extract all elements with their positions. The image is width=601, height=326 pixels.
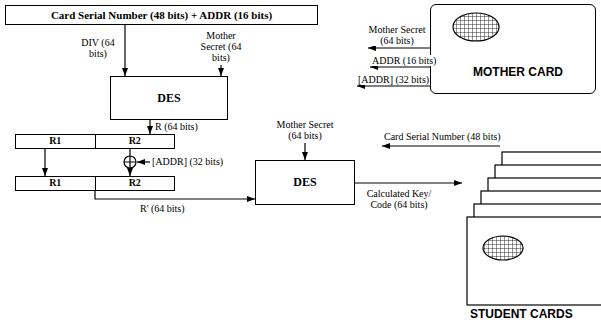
node-text: Card Serial Number (48 bits) + ADDR (16 … bbox=[51, 9, 272, 21]
node-text: MOTHER CARD bbox=[473, 65, 563, 79]
signal-label: Mother Secret (64 bits) bbox=[270, 119, 340, 141]
register-box: R1R2 bbox=[15, 176, 175, 191]
edge-label: R (64 bits) bbox=[155, 121, 198, 132]
register-box: R1R2 bbox=[15, 134, 175, 149]
xor-cross bbox=[124, 156, 136, 168]
output-arrow bbox=[382, 145, 500, 146]
input-arrow bbox=[304, 143, 305, 160]
connector-arrow bbox=[124, 25, 125, 76]
input-arrow bbox=[137, 161, 150, 162]
connector-arrow bbox=[95, 191, 255, 199]
signal-label: Mother Secret (64 bits) bbox=[366, 24, 428, 46]
signal-label: [ADDR] (32 bits) bbox=[152, 156, 223, 167]
des-box: DES bbox=[255, 160, 355, 205]
student-cards: STUDENT CARDS bbox=[462, 150, 601, 322]
output-arrow bbox=[357, 85, 430, 86]
connector-arrow bbox=[44, 149, 45, 176]
input-arrow bbox=[220, 65, 221, 76]
chip-symbol bbox=[483, 236, 523, 260]
des-box: DES bbox=[110, 76, 228, 120]
xor-symbol bbox=[124, 156, 136, 168]
xor-circle bbox=[124, 156, 136, 168]
signal-label: ADDR (16 bits) bbox=[372, 55, 436, 66]
signal-label: Card Serial Number (48 bits) bbox=[384, 131, 501, 142]
node-text: DES bbox=[293, 175, 316, 190]
node-text: R2 bbox=[95, 135, 175, 148]
output-arrow bbox=[368, 47, 430, 48]
chip-symbol bbox=[453, 13, 499, 41]
edge-label: R' (64 bits) bbox=[140, 203, 185, 214]
mother-card: MOTHER CARD bbox=[430, 4, 596, 94]
input-box: Card Serial Number (48 bits) + ADDR (16 … bbox=[5, 5, 318, 25]
signal-label: [ADDR] (32 bits) bbox=[358, 74, 429, 85]
node-text: R1 bbox=[16, 177, 95, 190]
edge-label: DIV (64 bits) bbox=[76, 37, 120, 59]
signal-label: Mother Secret (64 bits) bbox=[196, 30, 246, 63]
node-text: R1 bbox=[16, 135, 95, 148]
node-text: DES bbox=[157, 91, 180, 106]
node-text: STUDENT CARDS bbox=[470, 307, 573, 321]
connector-arrow bbox=[149, 120, 150, 134]
card-outline bbox=[467, 217, 601, 305]
node-text: R2 bbox=[95, 177, 175, 190]
output-arrow bbox=[370, 66, 430, 67]
edge-label: Calculated Key/ Code (64 bits) bbox=[362, 188, 436, 210]
connector-arrow bbox=[355, 182, 462, 183]
